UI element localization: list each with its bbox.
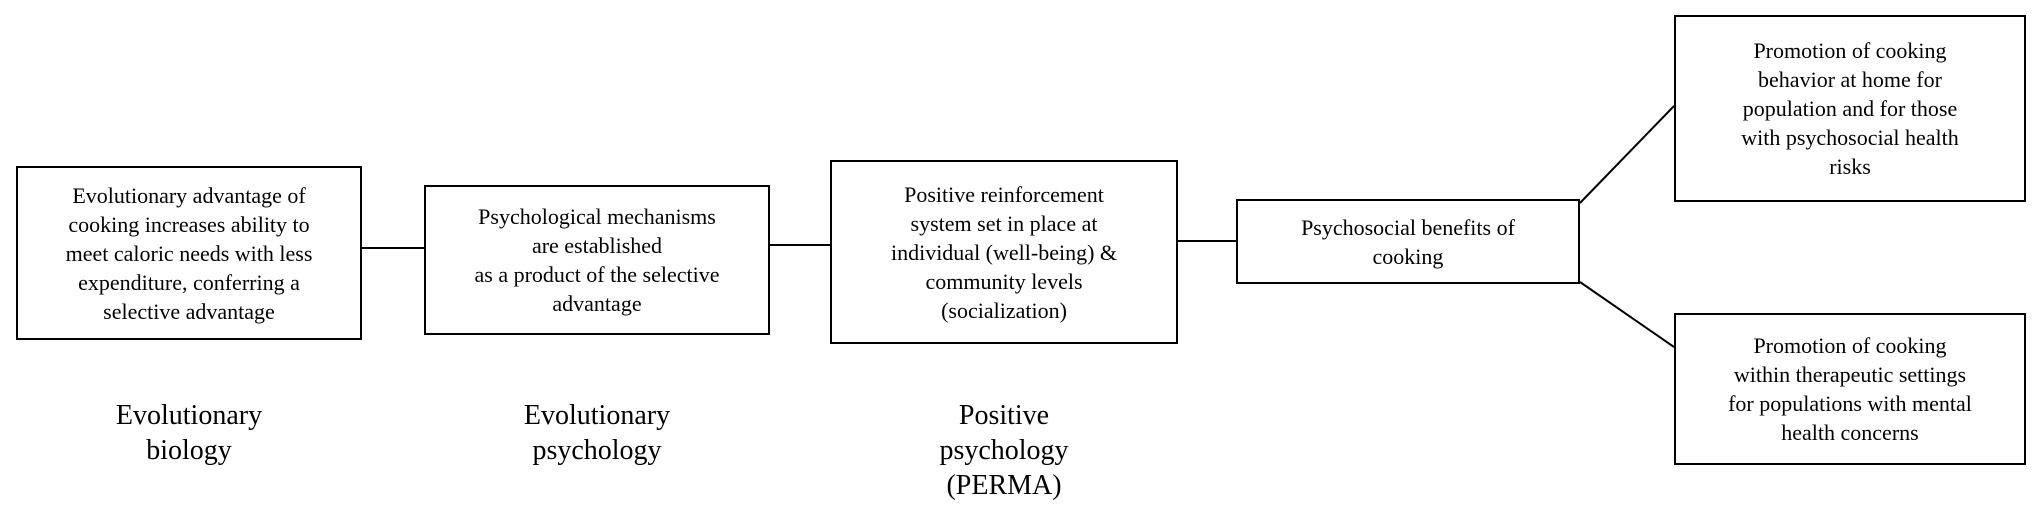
caption-evolutionary-biology: Evolutionary biology — [115, 400, 263, 466]
psychological-mechanisms-text: Psychological mechanisms are established… — [474, 204, 720, 316]
evolutionary-advantage-text: Evolutionary advantage of cooking increa… — [65, 182, 313, 324]
caption-evolutionary-psychology: Evolutionary psychology — [523, 400, 671, 466]
promotion-therapeutic-text: Promotion of cooking within therapeutic … — [1728, 333, 1972, 445]
caption-positive-psychology: Positive psychology (PERMA) — [939, 400, 1069, 501]
promotion-therapeutic-box: Promotion of cooking within therapeutic … — [1674, 313, 2026, 465]
evolutionary-advantage-box: Evolutionary advantage of cooking increa… — [16, 166, 362, 340]
psychosocial-benefits-text: Psychosocial benefits of cooking — [1301, 214, 1515, 269]
positive-reinforcement-box: Positive reinforcement system set in pla… — [830, 160, 1178, 344]
promotion-home-box: Promotion of cooking behavior at home fo… — [1674, 15, 2026, 202]
positive-reinforcement-text: Positive reinforcement system set in pla… — [890, 181, 1118, 323]
connector-benefits-to-home — [1579, 105, 1675, 204]
connector-benefits-to-therapeutic — [1579, 281, 1675, 348]
psychological-mechanisms-box: Psychological mechanisms are established… — [424, 185, 770, 335]
psychosocial-benefits-box: Psychosocial benefits of cooking — [1236, 199, 1580, 284]
promotion-home-text: Promotion of cooking behavior at home fo… — [1741, 38, 1959, 179]
